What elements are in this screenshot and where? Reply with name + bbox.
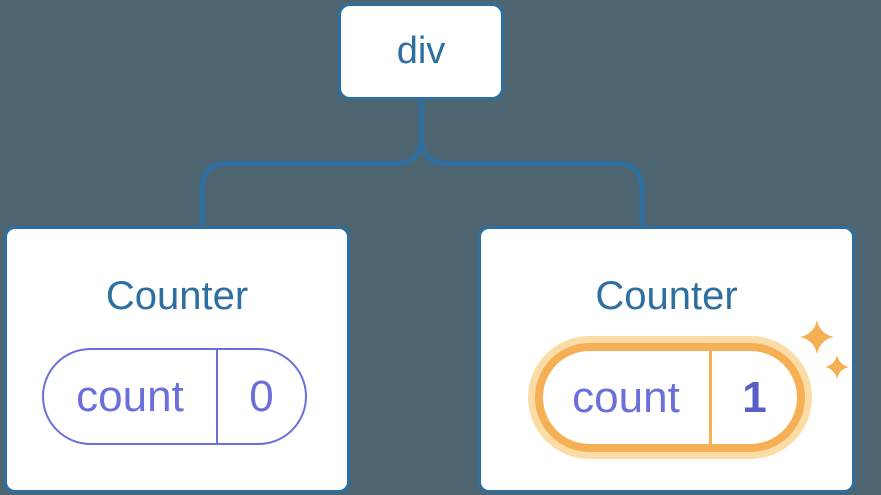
state-value-0: 0	[216, 350, 305, 443]
state-key-label-0: count	[76, 371, 184, 421]
state-value-1: 1	[709, 351, 797, 444]
sparkle-small	[825, 355, 849, 379]
counter-node-1: Counter count 1	[478, 226, 855, 493]
state-pill-1-highlighted: count 1	[535, 343, 805, 452]
sparkle-large	[800, 320, 834, 354]
sparkle-icon	[800, 320, 849, 379]
counter-node-1-title: Counter	[595, 274, 738, 318]
counter-node-0-title: Counter	[105, 274, 249, 318]
state-key-label-1: count	[572, 372, 680, 422]
root-node-label: div	[396, 30, 446, 72]
root-node: div	[338, 3, 504, 100]
connector-right-branch	[419, 100, 645, 226]
state-pill-0: count 0	[42, 348, 307, 445]
connector-left-branch	[199, 100, 424, 226]
counter-node-0: Counter count 0	[4, 226, 350, 493]
